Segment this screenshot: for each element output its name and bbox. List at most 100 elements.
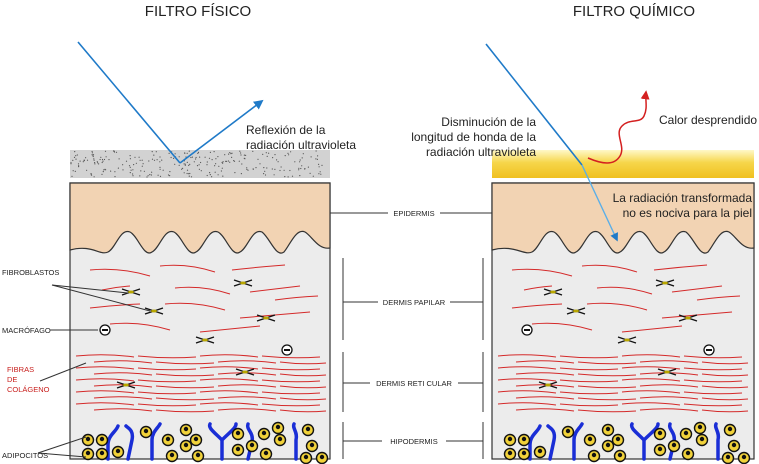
decrease-label-line-3: radiación ultravioleta <box>426 145 536 159</box>
filter-particle <box>317 155 319 157</box>
collagen-fiber <box>581 264 638 273</box>
reticular-dermis-label: DERMIS RETI CULAR <box>376 379 452 388</box>
filter-particle <box>220 170 222 172</box>
filter-particle <box>222 161 224 163</box>
collagen-fiber <box>109 322 171 331</box>
filter-particle <box>92 154 95 156</box>
filter-particle <box>227 160 229 162</box>
filter-particle <box>74 151 76 153</box>
filter-particle <box>104 150 107 152</box>
collagen-fiber <box>155 409 215 413</box>
filter-particle <box>287 176 289 178</box>
collagen-fiber <box>199 354 259 358</box>
filter-particle <box>155 151 157 153</box>
collagen-fiber <box>515 360 575 364</box>
collagen-fiber <box>577 385 637 389</box>
collagen-fiber <box>93 408 153 412</box>
adipocyte-nucleus <box>565 428 571 434</box>
collagen-fiber <box>671 285 723 293</box>
filter-particle <box>299 159 301 161</box>
collagen-fiber <box>261 379 321 383</box>
filter-particle <box>209 172 211 174</box>
collagen-fiber <box>586 302 648 311</box>
filter-particle <box>178 156 180 158</box>
filter-particle <box>159 166 161 168</box>
filter-particle <box>133 164 135 166</box>
fibroblast-nucleus <box>240 281 246 285</box>
filter-particle <box>96 161 98 163</box>
collagen-fiber <box>137 403 197 407</box>
heat-label: Calor desprendido <box>659 113 757 127</box>
filter-particle <box>226 160 228 162</box>
macrophage-nucleus <box>706 349 712 351</box>
filter-particle <box>224 154 226 156</box>
filter-particle <box>115 151 118 153</box>
incident-uv-ray <box>485 43 583 166</box>
collagen-fiber <box>621 366 681 370</box>
adipocyte-nucleus <box>617 452 623 458</box>
collagen-fiber <box>101 285 131 291</box>
fibroblast-nucleus <box>128 290 134 294</box>
collagen-label-line-2: DE <box>7 375 17 384</box>
filter-particle <box>110 170 112 172</box>
adipocyte-nucleus <box>605 442 611 448</box>
filter-particle <box>159 168 161 170</box>
filter-particle <box>101 158 104 161</box>
filter-particle <box>91 154 93 156</box>
filter-particle <box>231 152 233 154</box>
filter-particle <box>195 156 197 159</box>
filter-particle <box>117 167 119 169</box>
collagen-fiber <box>137 379 197 383</box>
adipocyte-nucleus <box>115 448 121 454</box>
adipocyte-nucleus <box>85 450 91 456</box>
fibroblast-nucleus <box>624 338 630 342</box>
filter-particle <box>230 153 232 155</box>
collagen-fiber <box>261 403 321 407</box>
filter-particle <box>129 155 131 157</box>
filter-particle <box>132 173 134 175</box>
fibroblasts-pointer <box>51 284 151 312</box>
filter-particle <box>245 154 247 156</box>
filter-particle <box>214 165 216 167</box>
filter-particle <box>103 158 106 161</box>
filter-particle <box>140 170 142 172</box>
adipocyte-nucleus <box>249 442 255 448</box>
filter-particle <box>105 156 107 158</box>
filter-particle <box>114 171 116 173</box>
filter-particle <box>189 163 191 165</box>
collagen-fiber <box>559 379 619 383</box>
collagen-fiber <box>559 367 619 371</box>
collagen-fiber <box>653 264 708 271</box>
collagen-fiber <box>577 397 637 401</box>
collagen-fiber <box>511 303 563 309</box>
collagen-fiber <box>683 355 743 359</box>
filter-particle <box>101 173 103 175</box>
fibroblasts-label: FIBROBLASTOS <box>2 268 59 277</box>
adipocyte-nucleus <box>521 450 527 456</box>
dermis-contents-chemical <box>497 264 751 464</box>
collagen-fiber <box>683 367 743 371</box>
collagen-fiber <box>515 384 575 388</box>
collagen-fiber <box>577 409 637 413</box>
filter-particle <box>181 168 183 170</box>
adipocyte-nucleus <box>193 436 199 442</box>
filter-particle <box>97 162 99 164</box>
filter-particle <box>241 163 243 165</box>
filter-particle <box>288 154 290 156</box>
collagen-pointer <box>39 362 87 382</box>
title-physical-filter: FILTRO FÍSICO <box>145 3 251 20</box>
filter-particle <box>184 163 186 165</box>
filter-particle <box>266 155 268 157</box>
filter-particle <box>91 152 93 154</box>
collagen-fiber <box>596 286 653 295</box>
fibroblast-nucleus <box>242 370 248 374</box>
filter-particle <box>206 174 208 177</box>
filter-particle <box>183 163 185 165</box>
filter-particle <box>284 155 286 157</box>
filter-particle <box>132 169 134 171</box>
collagen-fiber <box>279 385 327 389</box>
filter-particle <box>196 165 199 167</box>
collagen-fiber <box>199 402 259 406</box>
filter-particle <box>91 150 93 153</box>
filter-particle <box>122 164 124 166</box>
